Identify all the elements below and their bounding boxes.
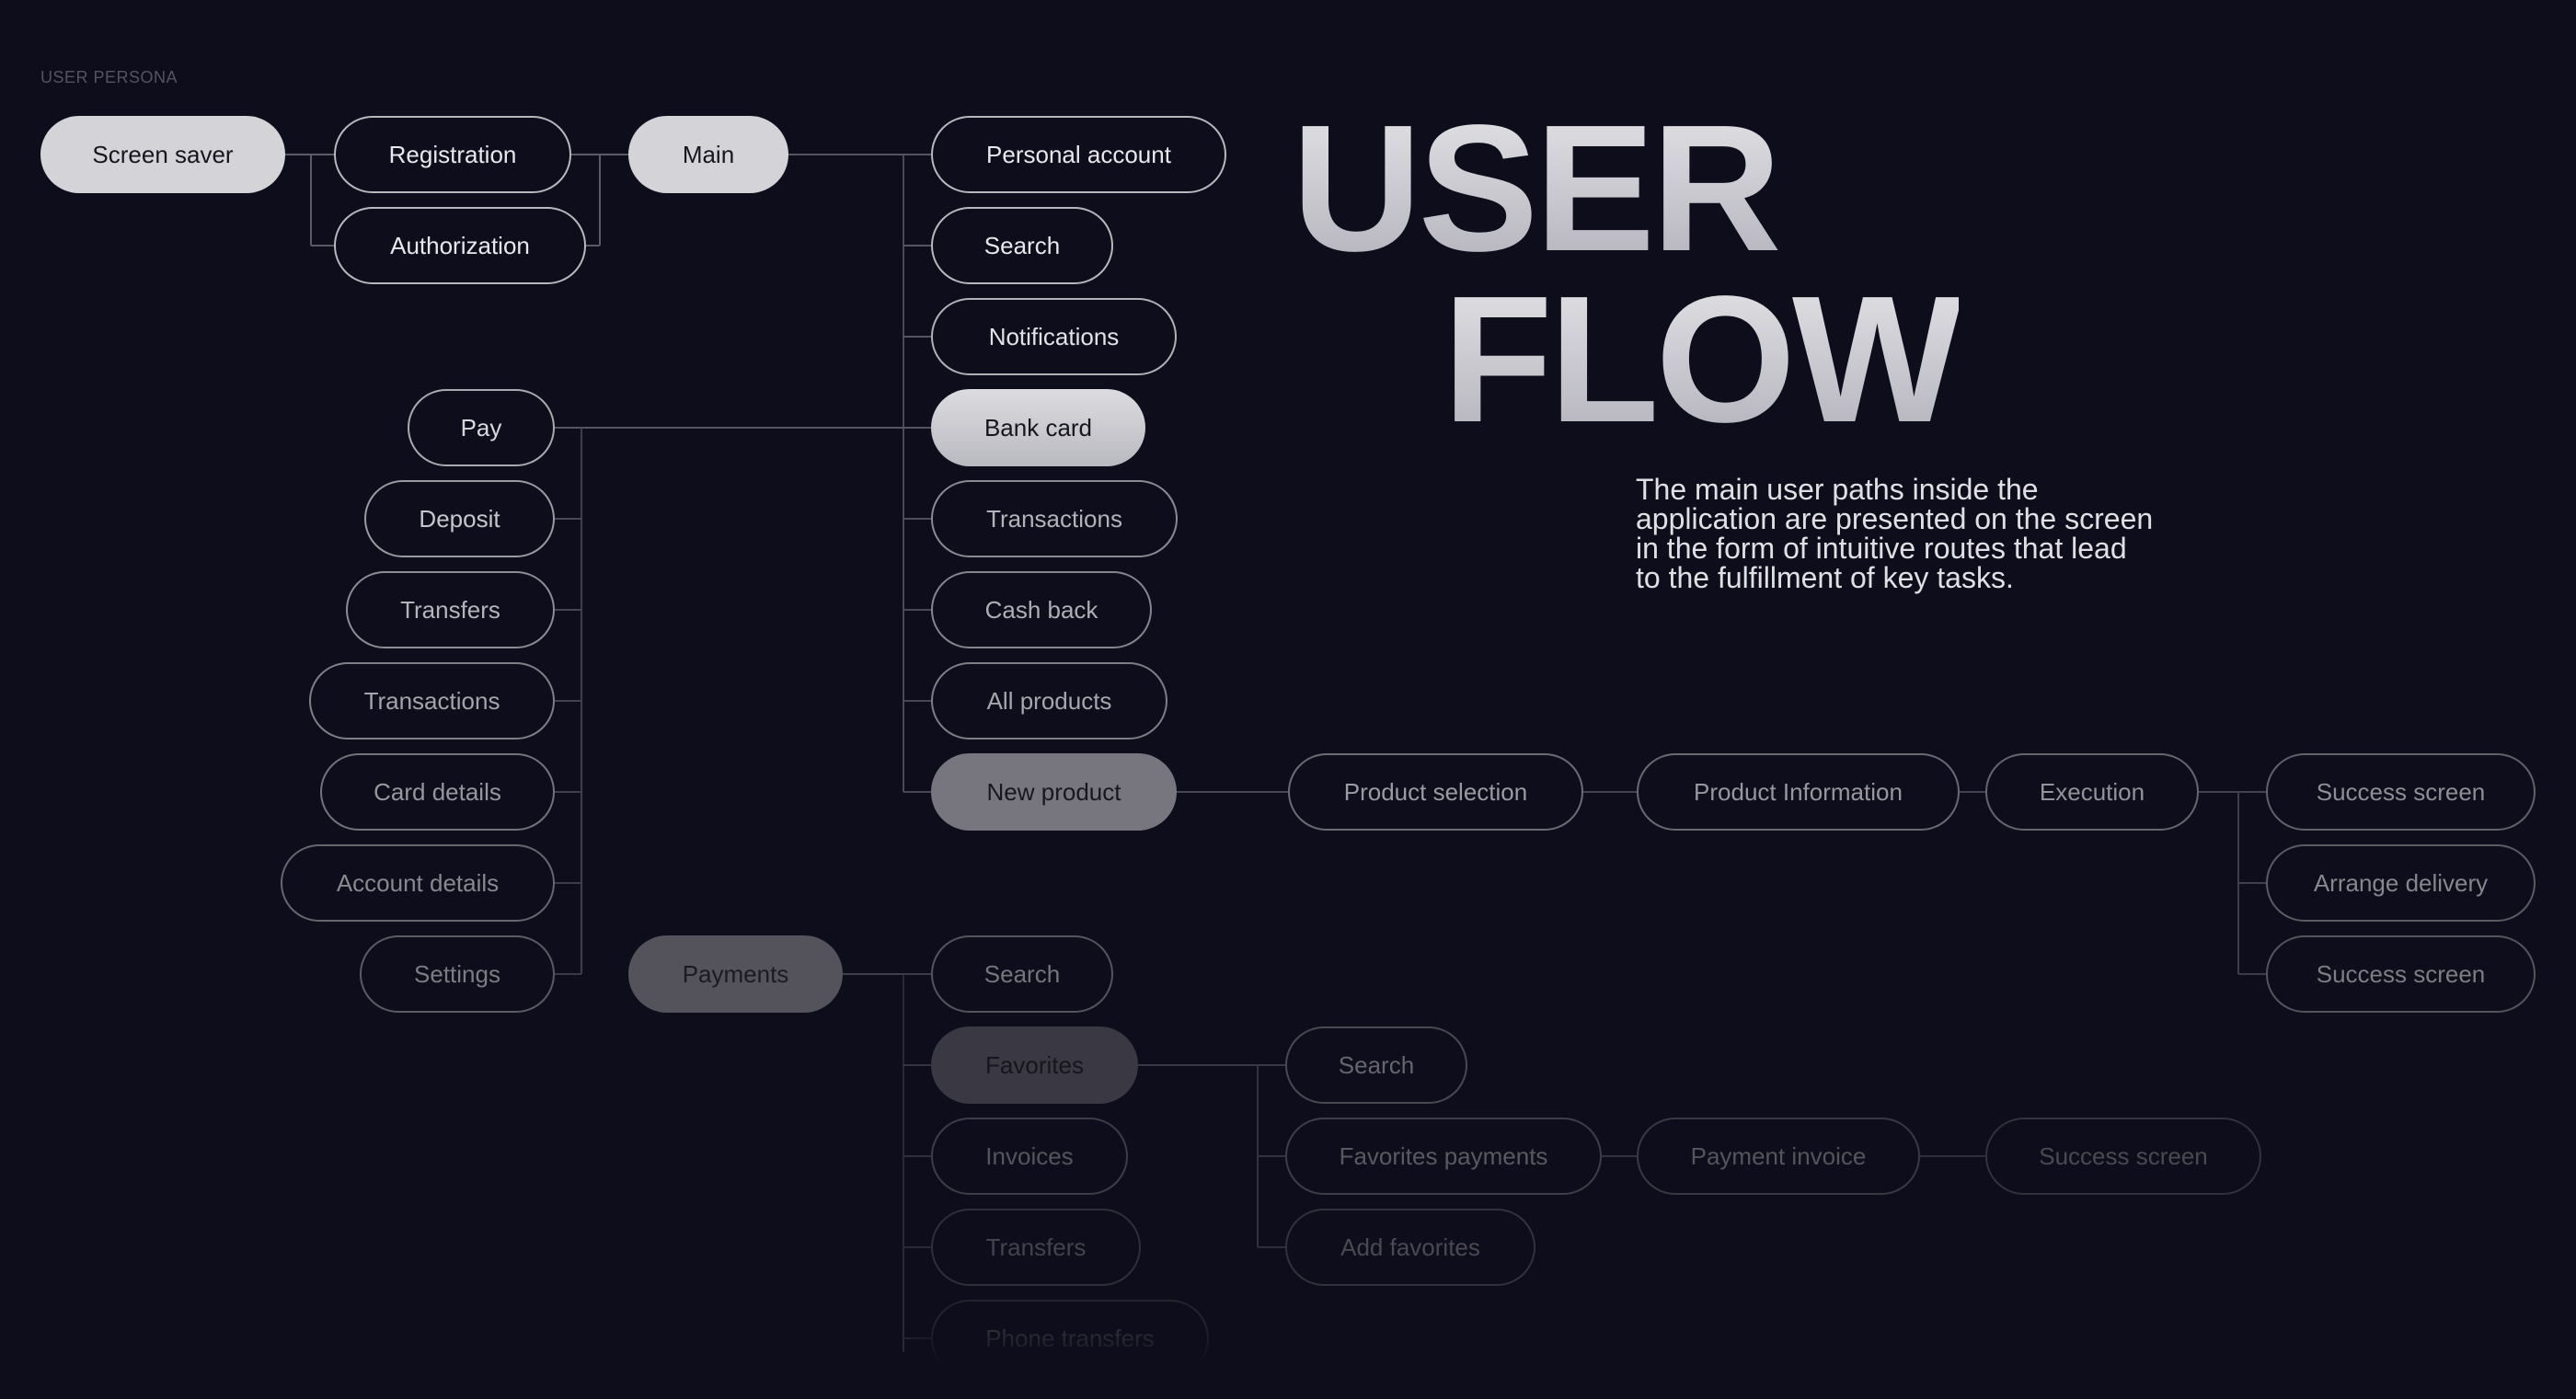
node-label: Search: [1338, 1050, 1415, 1079]
description: The main user paths inside the applicati…: [1636, 475, 2188, 592]
node-label: Settings: [414, 959, 500, 988]
node-label: Success screen: [2316, 777, 2486, 806]
node-favorites[interactable]: Favorites: [931, 1026, 1138, 1104]
node-add-favorites[interactable]: Add favorites: [1285, 1209, 1535, 1286]
node-notifications[interactable]: Notifications: [931, 298, 1177, 375]
node-card-transactions[interactable]: Transactions: [309, 662, 555, 740]
node-all-products[interactable]: All products: [931, 662, 1167, 740]
node-label: Search: [983, 959, 1061, 988]
node-success-screen-2[interactable]: Success screen: [2266, 935, 2536, 1013]
node-account-details[interactable]: Account details: [281, 844, 555, 922]
node-personal-account[interactable]: Personal account: [931, 116, 1226, 193]
node-product-information[interactable]: Product Information: [1637, 753, 1960, 831]
node-main[interactable]: Main: [628, 116, 788, 193]
node-label: Favorites payments: [1339, 1141, 1548, 1170]
node-main-transactions[interactable]: Transactions: [931, 480, 1178, 557]
node-label: Product selection: [1343, 777, 1528, 806]
node-label: Pay: [460, 413, 502, 441]
node-phone-transfers[interactable]: Phone transfers: [931, 1300, 1209, 1377]
node-payment-invoice[interactable]: Payment invoice: [1637, 1118, 1920, 1195]
node-label: Card details: [374, 777, 501, 806]
node-label: Registration: [388, 140, 517, 168]
node-label: Transactions: [986, 504, 1122, 533]
node-cash-back[interactable]: Cash back: [931, 571, 1152, 648]
node-execution[interactable]: Execution: [1985, 753, 2199, 831]
node-label: Bank card: [983, 413, 1093, 441]
node-deposit[interactable]: Deposit: [364, 480, 555, 557]
description-line: to the fulfillment of key tasks.: [1636, 561, 2014, 594]
node-label: Favorites: [985, 1050, 1084, 1079]
node-label: Search: [983, 231, 1061, 259]
node-pay-search[interactable]: Search: [931, 935, 1113, 1013]
node-main-search[interactable]: Search: [931, 207, 1113, 284]
node-authorization[interactable]: Authorization: [334, 207, 586, 284]
node-bank-card[interactable]: Bank card: [931, 389, 1145, 466]
node-pay[interactable]: Pay: [408, 389, 555, 466]
title-flow: FLOW: [1443, 258, 1962, 460]
node-label: Account details: [336, 868, 500, 897]
node-fav-success-screen[interactable]: Success screen: [1985, 1118, 2261, 1195]
node-label: New product: [986, 777, 1121, 806]
node-label: Add favorites: [1340, 1233, 1480, 1261]
node-label: Invoices: [985, 1141, 1074, 1170]
node-label: Phone transfers: [985, 1324, 1155, 1352]
node-label: Success screen: [2039, 1141, 2208, 1170]
node-payments[interactable]: Payments: [628, 935, 843, 1013]
description-line: in the form of intuitive routes that lea…: [1636, 532, 2127, 565]
node-arrange-delivery[interactable]: Arrange delivery: [2266, 844, 2536, 922]
node-label: Transfers: [400, 595, 500, 624]
node-pay-transfers[interactable]: Transfers: [931, 1209, 1141, 1286]
node-label: Main: [682, 140, 735, 168]
node-fav-search[interactable]: Search: [1285, 1026, 1467, 1104]
node-label: Payments: [682, 959, 789, 988]
node-success-screen-1[interactable]: Success screen: [2266, 753, 2536, 831]
node-label: Arrange delivery: [2313, 868, 2489, 897]
node-label: Product Information: [1694, 777, 1903, 806]
node-favorites-payments[interactable]: Favorites payments: [1285, 1118, 1602, 1195]
node-invoices[interactable]: Invoices: [931, 1118, 1128, 1195]
user-persona-label: USER PERSONA: [40, 68, 178, 86]
node-card-details[interactable]: Card details: [320, 753, 555, 831]
node-card-transfers[interactable]: Transfers: [346, 571, 555, 648]
node-label: Execution: [2039, 777, 2145, 806]
node-label: Screen saver: [92, 140, 234, 168]
node-registration[interactable]: Registration: [334, 116, 571, 193]
description-line: application are presented on the screen: [1636, 502, 2154, 535]
node-label: Payment invoice: [1690, 1141, 1867, 1170]
node-product-selection[interactable]: Product selection: [1288, 753, 1583, 831]
node-new-product[interactable]: New product: [931, 753, 1177, 831]
node-label: Personal account: [986, 140, 1171, 168]
title-user: USER: [1292, 87, 1782, 289]
node-label: Success screen: [2316, 959, 2486, 988]
node-label: Transactions: [363, 686, 500, 715]
node-label: Notifications: [988, 322, 1120, 350]
node-label: Cash back: [984, 595, 1098, 624]
node-settings[interactable]: Settings: [360, 935, 555, 1013]
node-label: Deposit: [419, 504, 500, 533]
node-label: All products: [986, 686, 1112, 715]
node-label: Authorization: [390, 231, 530, 259]
node-label: Transfers: [985, 1233, 1087, 1261]
node-screen-saver[interactable]: Screen saver: [40, 116, 285, 193]
description-line: The main user paths inside the: [1636, 473, 2039, 506]
